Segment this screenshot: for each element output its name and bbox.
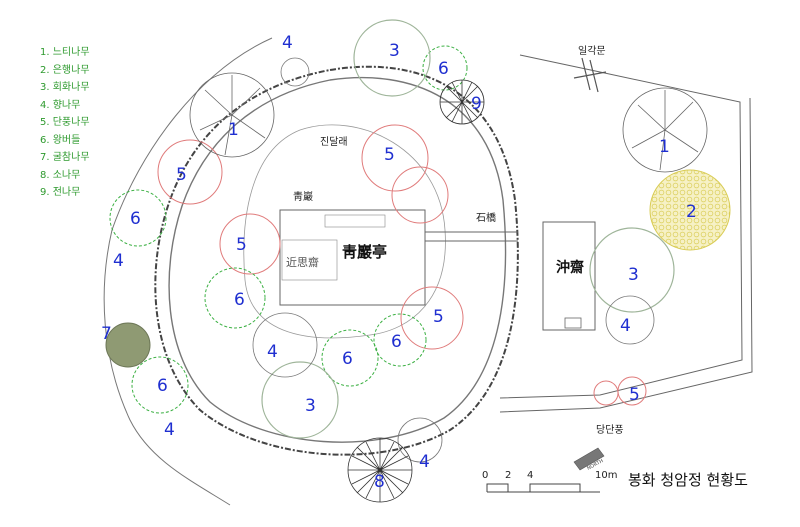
maple-canopy [219,213,281,275]
geunsajae-room [281,239,338,281]
scale-tick-4: 4 [527,470,533,481]
juniper-canopy [252,312,318,378]
maple-canopy [361,124,429,192]
tree-number-4: 4 [419,452,430,472]
label-chungjae: 沖齋 [556,259,585,276]
tree-number-6: 6 [391,332,402,352]
pine-tree [347,437,413,503]
ilgakmun-gate [573,57,607,93]
tree-number-6: 6 [234,290,245,310]
legend-item: 2. 은행나무 [40,64,90,76]
tree-number-5: 5 [629,385,640,405]
pond-inner-edge [168,76,507,443]
juniper-canopy [280,57,310,87]
zelkova-tree [189,72,275,158]
pagoda-tree-canopy [261,361,339,439]
maple-canopy [391,166,449,224]
willow-canopy [131,356,189,414]
tree-number-5: 5 [384,145,395,165]
pond-outer-edge [154,65,519,456]
stone-bridge [425,231,518,242]
label-jindallae: 진달래 [320,136,348,148]
cheongamjeong-pavilion [279,209,426,306]
tree-number-5: 5 [236,235,247,255]
label-cheongam: 靑巖 [293,190,313,203]
scale-bar [486,483,600,493]
oak-canopy [105,322,151,368]
tree-number-6: 6 [438,59,449,79]
maple-canopy [157,139,223,205]
chungjae-building [542,221,596,331]
north-arrow-icon [573,447,605,471]
tree-number-7: 7 [101,324,112,344]
label-ilgakmun: 일각문 [578,45,606,57]
tree-number-6: 6 [130,209,141,229]
maple-canopy [400,286,464,350]
willow-canopy [422,45,468,91]
juniper-canopy [605,295,655,345]
tree-number-5: 5 [176,165,187,185]
willow-canopy [321,329,379,387]
scale-tick-10m: 10m [595,470,617,481]
tree-number-4: 4 [267,342,278,362]
map-title: 봉화 청암정 현황도 [628,471,748,489]
tree-number-1: 1 [659,137,670,157]
tree-species-legend: 1. 느티나무 2. 은행나무 3. 회화나무 4. 향나무 5. 단풍나무 6… [40,44,90,202]
maple-canopy [593,380,619,406]
label-cheongamjeong: 靑巖亭 [342,243,387,261]
label-geunsajae: 近思齋 [286,255,319,269]
tree-number-6: 6 [157,376,168,396]
tree-number-4: 4 [282,33,293,53]
label-stone-bridge: 石橋 [476,211,496,224]
tree-number-2: 2 [686,202,697,222]
tree-number-9: 9 [471,94,482,114]
tree-number-3: 3 [389,41,400,61]
ginkgo-canopy-texture [650,170,730,250]
juniper-canopy [397,417,443,463]
island-outline [243,124,446,339]
legend-item: 6. 왕버들 [40,134,81,146]
legend-item: 5. 단풍나무 [40,117,90,128]
legend-item: 8. 소나무 [40,169,81,181]
legend-item: 1. 느티나무 [40,47,90,58]
willow-canopy [373,313,427,367]
tree-number-4: 4 [113,251,124,271]
outer-wall-east [499,54,753,413]
tree-number-6: 6 [342,349,353,369]
tree-number-5: 5 [433,307,444,327]
pagoda-tree-canopy [353,19,431,97]
scale-tick-0: 0 [482,470,488,481]
label-dangdanpung: 당단풍 [596,424,624,436]
pavilion-step [324,214,386,228]
outer-boundary-line [103,37,273,506]
zelkova-tree [622,87,708,173]
pagoda-tree-canopy [589,227,675,313]
maple-canopy [617,376,647,406]
tree-number-8: 8 [374,472,385,492]
tree-number-4: 4 [164,420,175,440]
legend-item: 9. 전나무 [40,187,81,198]
scale-tick-2: 2 [505,470,511,481]
tree-number-3: 3 [305,396,316,416]
tree-number-4: 4 [620,316,631,336]
legend-item: 3. 회화나무 [40,82,90,93]
chungjae-step [564,317,582,329]
tree-number-3: 3 [628,265,639,285]
tree-number-1: 1 [228,120,239,140]
legend-item: 7. 굴참나무 [40,152,90,163]
willow-canopy [109,189,167,247]
fir-tree [439,79,485,125]
legend-item: 4. 향나무 [40,99,81,111]
willow-canopy [204,267,266,329]
